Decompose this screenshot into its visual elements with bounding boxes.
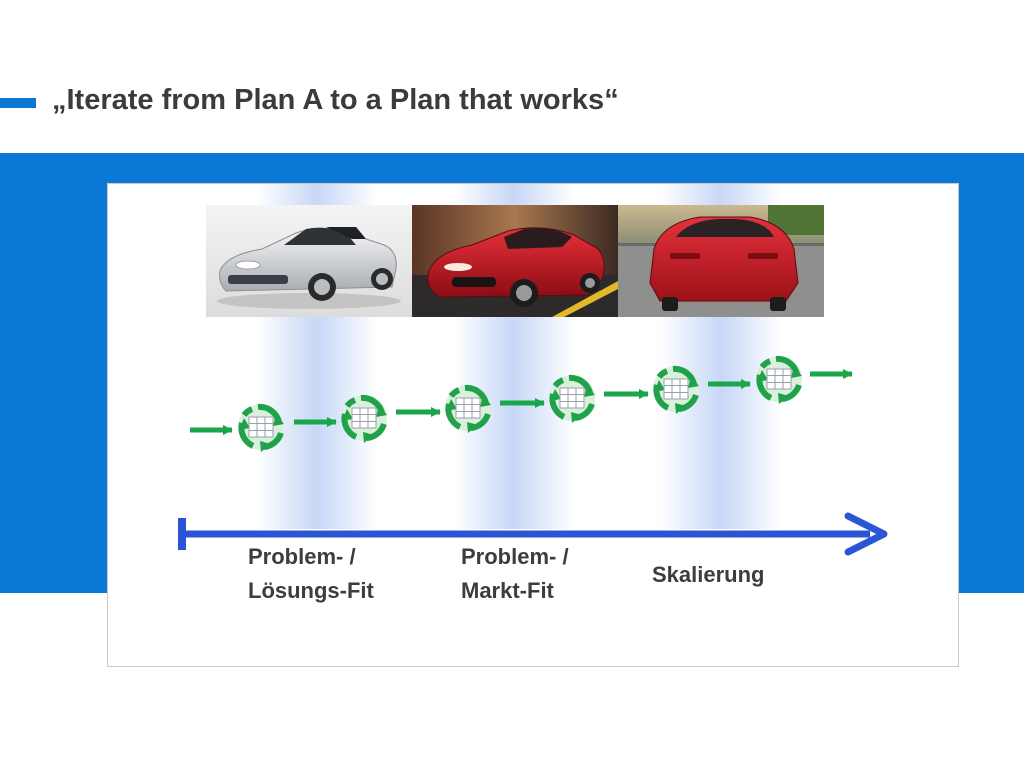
phase-label-line: Skalierung (652, 562, 765, 587)
build-measure-learn-cycle-icon (238, 404, 284, 452)
phase-label-line: Problem- / (248, 544, 356, 569)
build-measure-learn-cycle-icon (653, 366, 699, 414)
car-photo-silver-roadster-icon (206, 205, 412, 317)
build-measure-learn-cycle-icon (445, 385, 491, 433)
red-sedan-rear-photo (618, 205, 824, 317)
phase-label-scaling: Skalierung (652, 558, 764, 592)
title-accent-bar (0, 98, 36, 108)
build-measure-learn-cycle-icon (341, 395, 387, 443)
build-measure-learn-cycle-icon (756, 356, 802, 404)
silver-roadster-photo (206, 205, 412, 317)
car-photo-red-sedan-front-icon (412, 205, 618, 317)
phase-label-problem-solution-fit: Problem- / Lösungs-Fit (248, 540, 374, 608)
phase-label-line: Problem- / (461, 544, 569, 569)
timeline-arrowhead (844, 512, 888, 556)
iteration-chain (178, 184, 888, 556)
phase-label-line: Lösungs-Fit (248, 578, 374, 603)
phase-label-line: Markt-Fit (461, 578, 554, 603)
build-measure-learn-cycle-icon (549, 375, 595, 423)
car-photo-red-sedan-rear-icon (618, 205, 824, 317)
phase-label-problem-market-fit: Problem- / Markt-Fit (461, 540, 569, 608)
diagram-panel: Problem- / Lösungs-Fit Problem- / Markt-… (107, 183, 959, 667)
slide-title: „Iterate from Plan A to a Plan that work… (52, 84, 619, 116)
red-sedan-front-photo (412, 205, 618, 317)
